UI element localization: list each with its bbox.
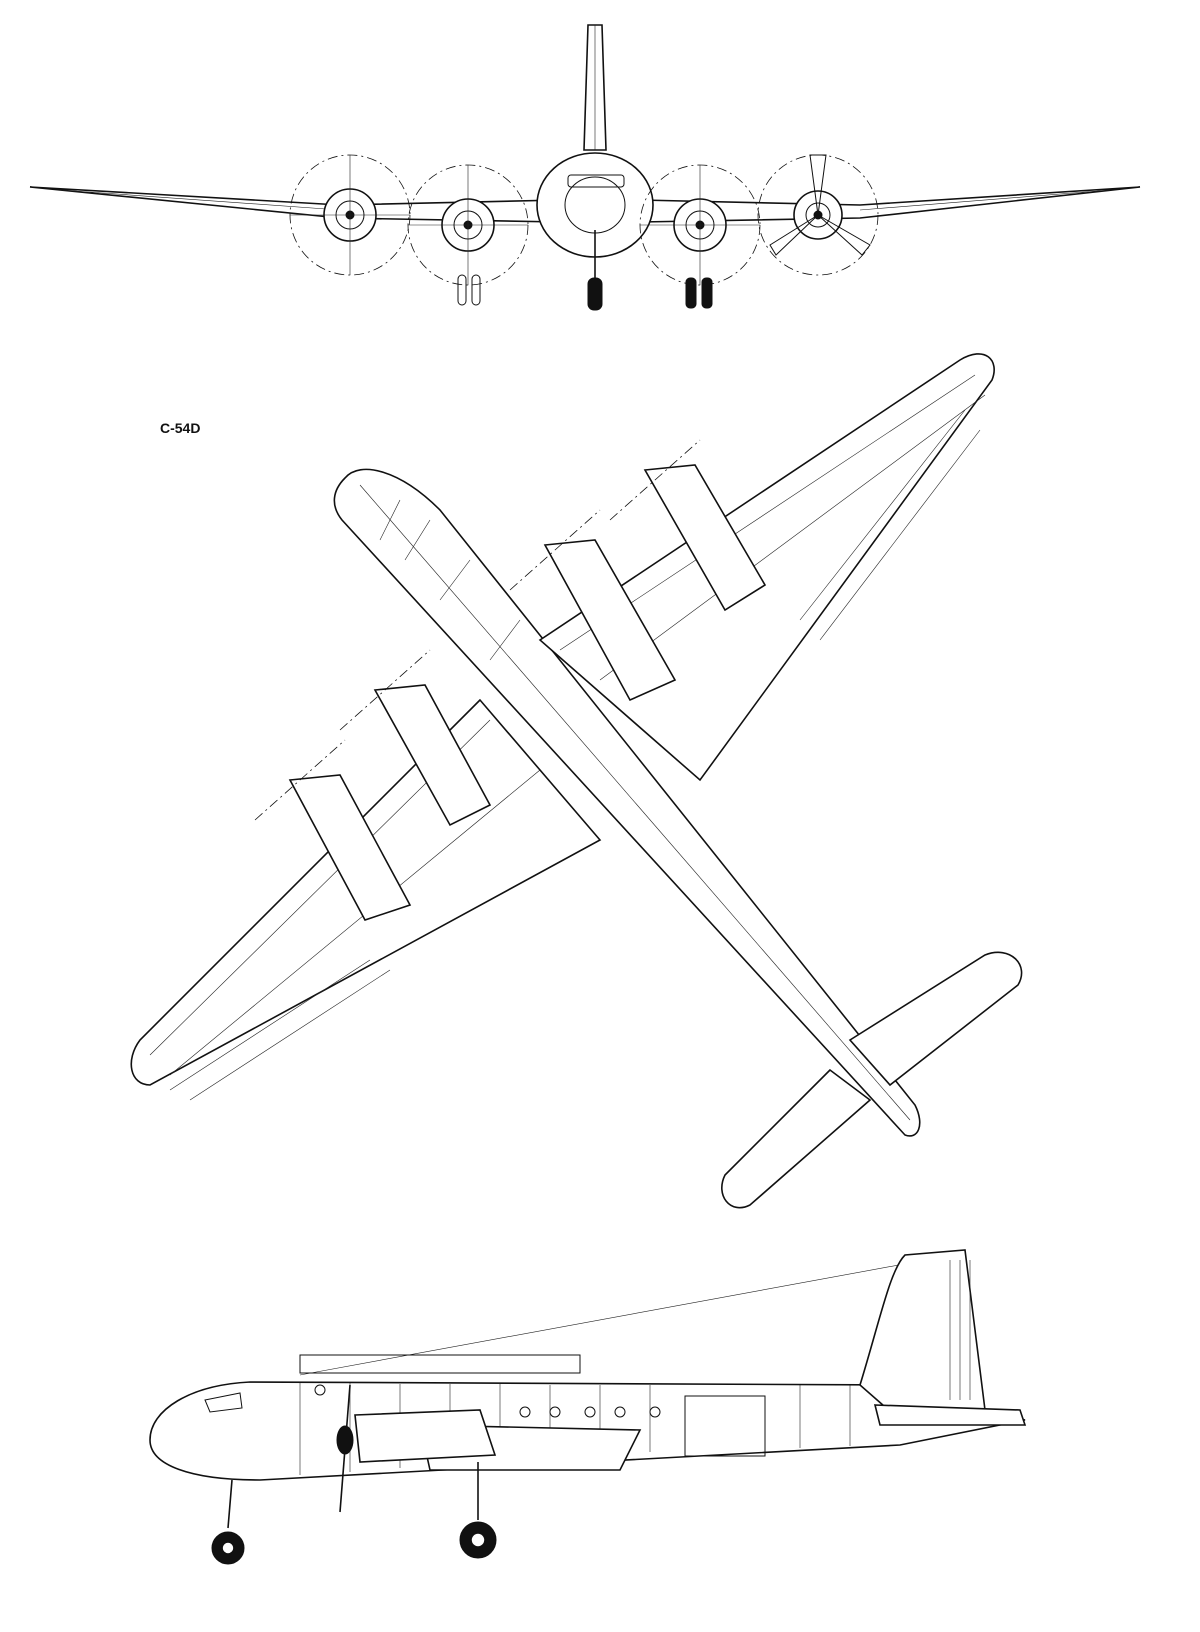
front-engine-3: [639, 164, 761, 309]
plan-nacelle-2: [543, 539, 677, 702]
plan-nacelle-1: [643, 464, 767, 612]
front-view: [29, 24, 1141, 311]
plan-nacelle-3: [373, 684, 492, 827]
variant-label: C-54D: [160, 420, 201, 436]
front-engine-2: [407, 164, 529, 306]
plan-view: [130, 353, 1023, 1209]
front-engine-4: [757, 154, 879, 276]
plan-nacelle-4: [288, 774, 412, 921]
front-engine-1: [289, 154, 411, 276]
side-view: [149, 1249, 1027, 1565]
